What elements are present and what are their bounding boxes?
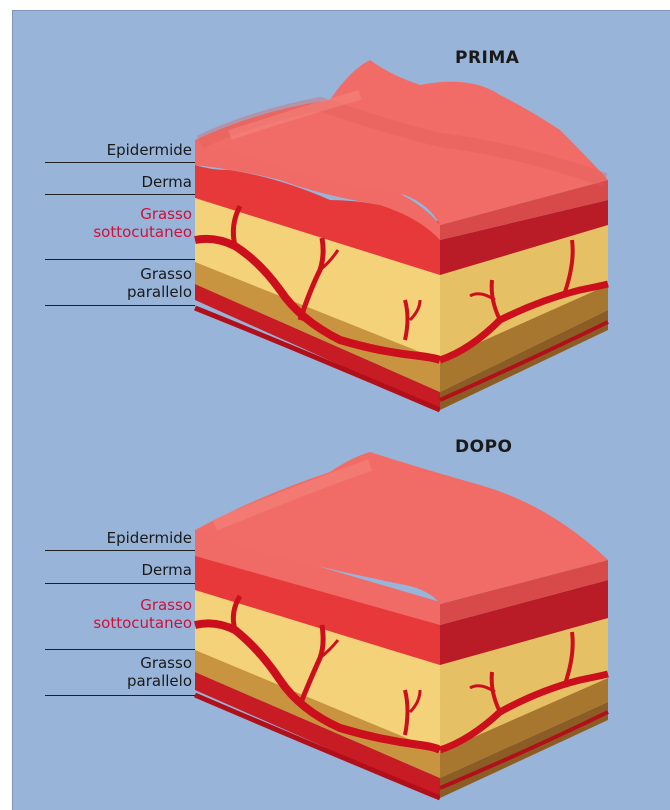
leader-parallel-fat-after xyxy=(45,695,195,696)
leader-dermis-before xyxy=(45,194,195,195)
label-parallel-fat-before-1: Grasso xyxy=(42,266,192,283)
label-subcutaneous-fat-after-2: sottocutaneo xyxy=(42,615,192,632)
leader-epidermis-after xyxy=(45,550,195,551)
title-before: PRIMA xyxy=(455,48,519,68)
label-dermis-after: Derma xyxy=(42,562,192,579)
leader-epidermis-before xyxy=(45,162,195,163)
label-epidermis-before: Epidermide xyxy=(42,142,192,159)
label-dermis-before: Derma xyxy=(42,174,192,191)
leader-dermis-after xyxy=(45,583,195,584)
label-subcutaneous-fat-before-2: sottocutaneo xyxy=(42,224,192,241)
label-parallel-fat-after-2: parallelo xyxy=(42,673,192,690)
title-after: DOPO xyxy=(455,437,512,457)
label-subcutaneous-fat-after-1: Grasso xyxy=(42,597,192,614)
label-parallel-fat-after-1: Grasso xyxy=(42,655,192,672)
label-epidermis-after: Epidermide xyxy=(42,530,192,547)
leader-subcutaneous-fat-after xyxy=(45,649,195,650)
leader-parallel-fat-before xyxy=(45,305,195,306)
label-parallel-fat-before-2: parallelo xyxy=(42,284,192,301)
label-subcutaneous-fat-before-1: Grasso xyxy=(42,206,192,223)
leader-subcutaneous-fat-before xyxy=(45,259,195,260)
